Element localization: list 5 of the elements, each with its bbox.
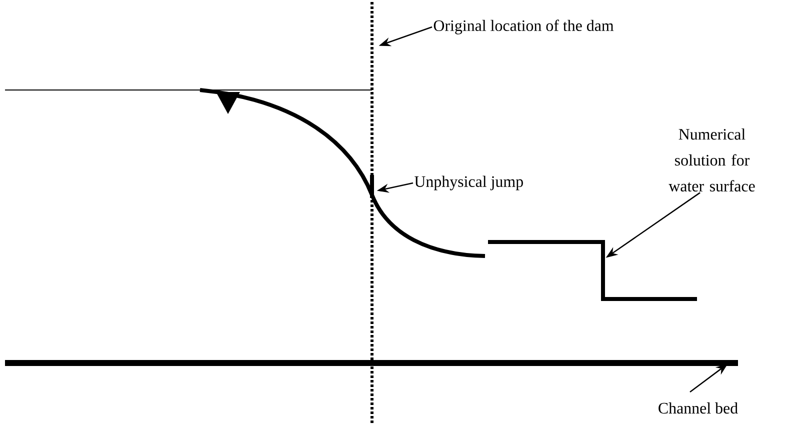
dam-line <box>370 2 374 424</box>
label-text: Numerical solution for water surface <box>668 128 755 192</box>
label-text: Channel bed <box>658 402 738 414</box>
label-text: Original location of the dam <box>434 20 614 34</box>
channel-bed-line <box>5 360 738 366</box>
